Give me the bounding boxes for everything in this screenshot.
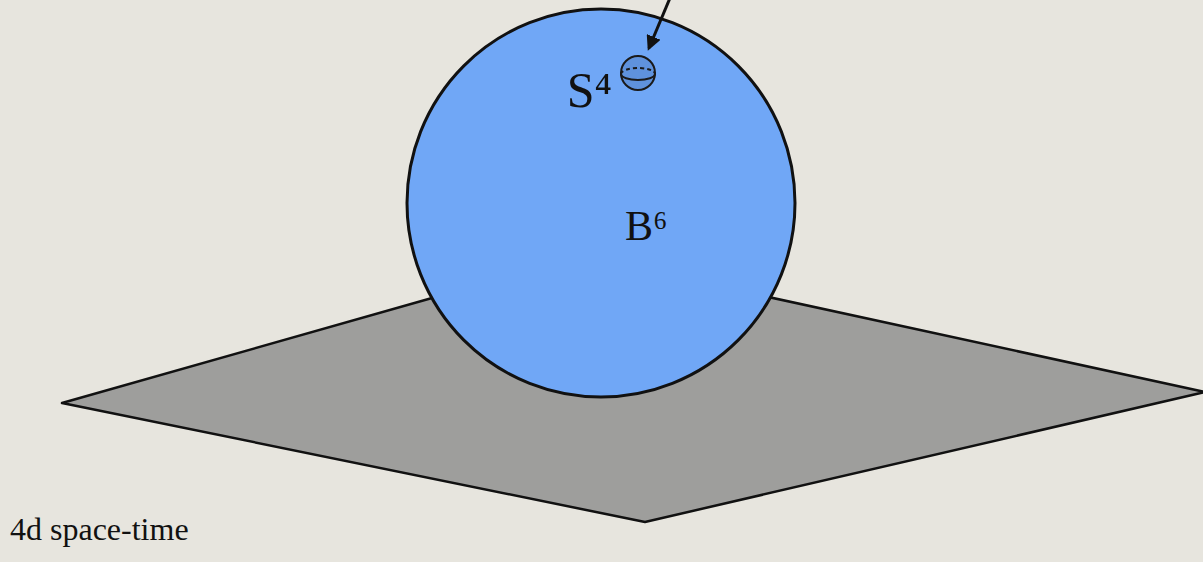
- math-label: B⁶: [625, 203, 668, 249]
- ball-region: B⁶ S⁴: [405, 7, 797, 399]
- pointer-arrow: [649, 0, 670, 48]
- equator-back: [621, 68, 655, 74]
- small-sphere: S⁴: [620, 55, 656, 91]
- math-label: S⁴: [567, 63, 612, 118]
- ball-shape: [407, 9, 795, 397]
- region-label: 4d space-time: [10, 512, 189, 547]
- sphere-outline: [620, 55, 656, 91]
- sphere-shape: [621, 56, 655, 90]
- equator-front: [621, 74, 655, 80]
